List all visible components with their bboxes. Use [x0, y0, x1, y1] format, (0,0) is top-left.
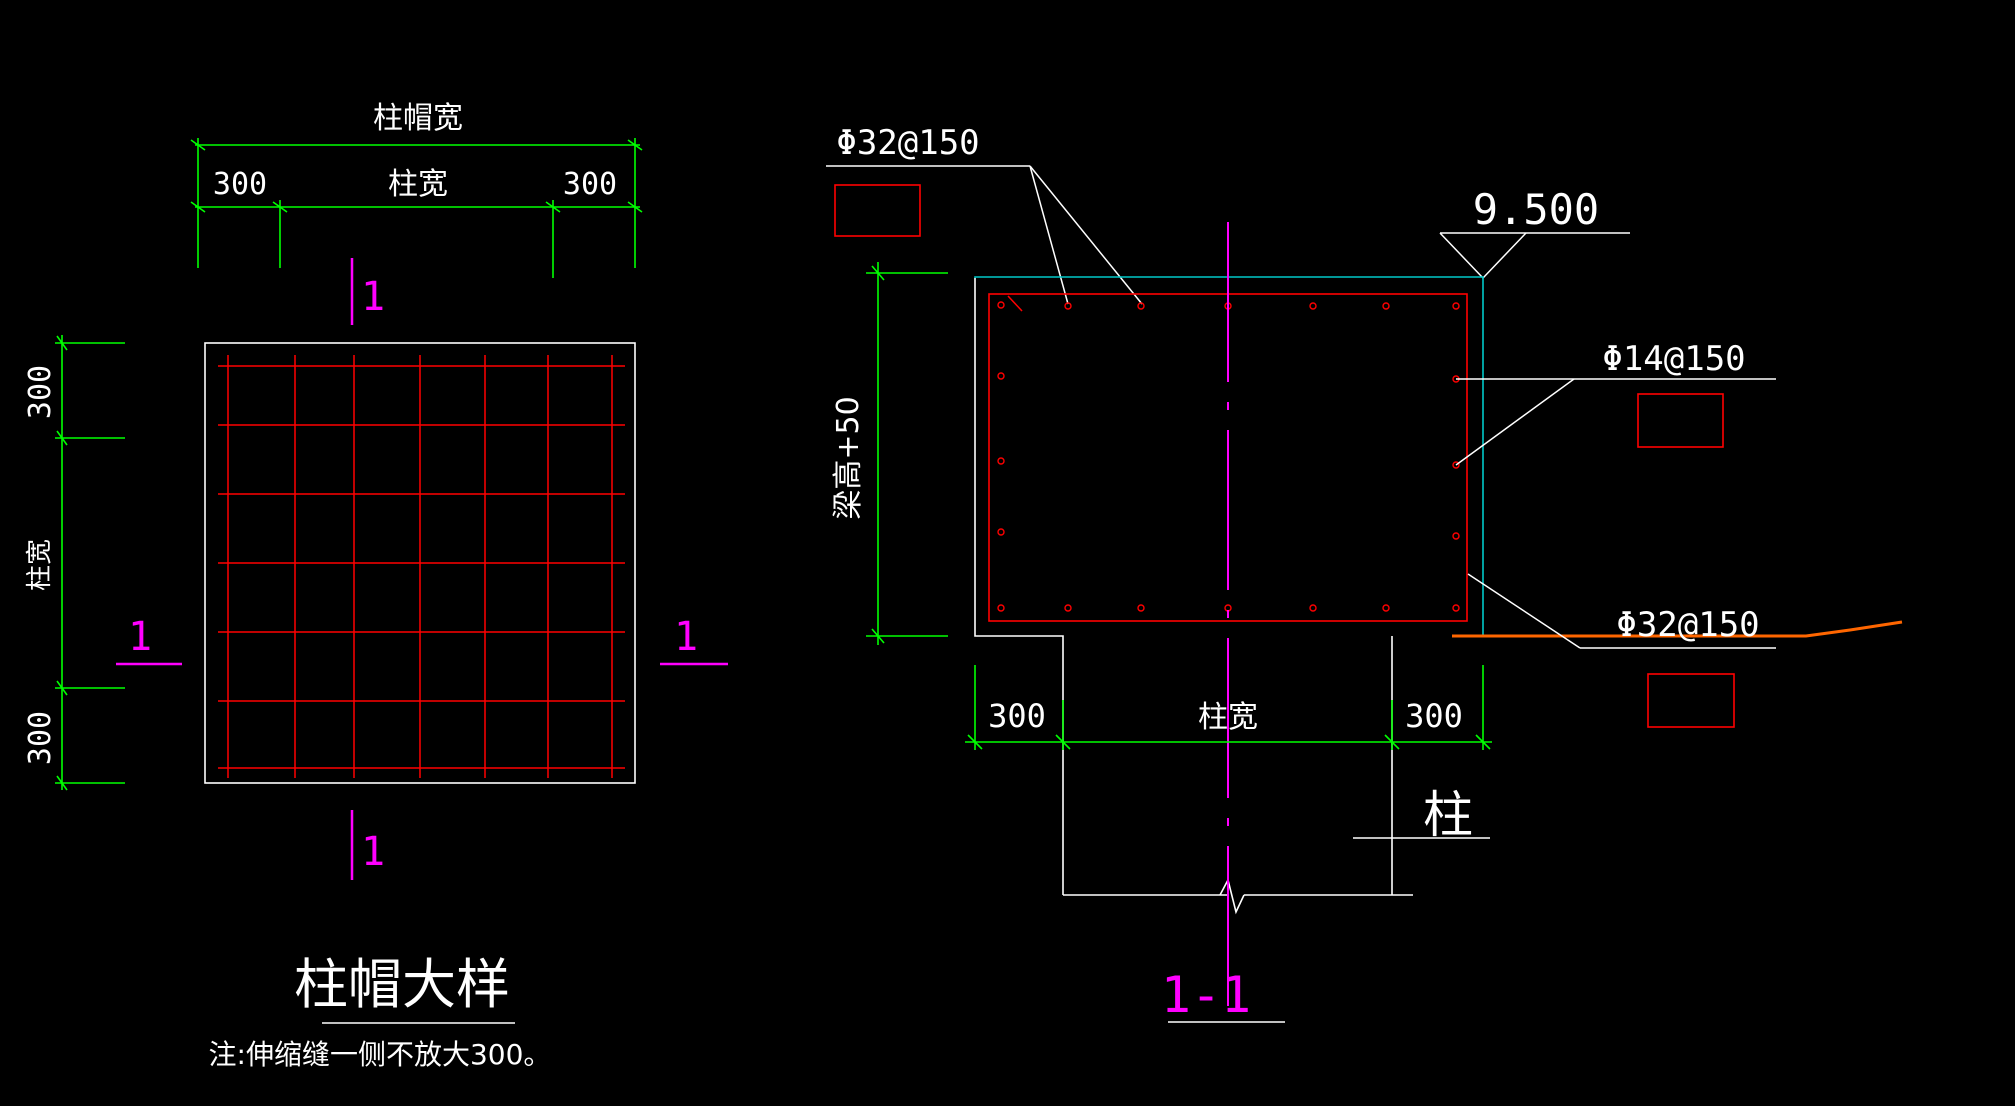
plan-section-mark-top: 1 — [361, 274, 385, 320]
section-rebar-top-tag — [834, 184, 921, 237]
plan-offset-right: 300 — [563, 167, 617, 202]
section-offset-right: 300 — [1405, 697, 1463, 735]
plan-view: 柱帽宽 300 柱宽 300 300 柱宽 300 — [23, 101, 728, 1071]
section-offset-left: 300 — [988, 697, 1046, 735]
section-rebar-side-tag — [1637, 393, 1724, 448]
plan-side-offset-top: 300 — [23, 365, 58, 419]
plan-section-mark-right: 1 — [674, 614, 698, 660]
plan-cap-width-label: 柱帽宽 — [373, 101, 463, 136]
section-rebar-hook — [1007, 295, 1023, 312]
section-rebar-top-label: Φ32@150 — [836, 123, 979, 163]
section-view: Φ32@150 9.500 梁高+50 — [826, 123, 1903, 1024]
plan-title: 柱帽大样 — [294, 953, 510, 1016]
plan-note: 注:伸缩缝一侧不放大300。 — [209, 1038, 552, 1071]
elevation-marker — [1439, 232, 1630, 279]
section-rebar-bottom-tag — [1647, 673, 1735, 728]
column-break-symbol — [1219, 877, 1245, 915]
section-rebar-side-label: Φ14@150 — [1602, 339, 1745, 379]
plan-offset-left: 300 — [213, 167, 267, 202]
plan-section-mark-bottom: 1 — [361, 829, 385, 875]
section-column-width-label: 柱宽 — [1198, 700, 1258, 735]
plan-cap-outline — [204, 342, 636, 784]
plan-top-dimensions — [190, 138, 643, 278]
section-rebar-top-leader — [826, 165, 1143, 305]
section-height-label: 梁高+50 — [831, 396, 866, 519]
section-title: 1-1 — [1161, 966, 1251, 1024]
section-bottom-dimensions — [965, 665, 1492, 750]
plan-section-mark-left: 1 — [128, 614, 152, 660]
plan-left-dimensions — [55, 335, 125, 791]
elevation-value: 9.500 — [1473, 185, 1599, 234]
section-rebar-side-leader — [1455, 378, 1776, 466]
section-rebar-bottom-label: Φ32@150 — [1616, 605, 1759, 645]
plan-rebar-grid — [218, 355, 625, 778]
plan-side-offset-bottom: 300 — [23, 711, 58, 765]
column-label: 柱 — [1423, 786, 1473, 844]
plan-section-cut-lines — [116, 258, 728, 880]
section-height-dimension — [866, 262, 948, 645]
plan-column-width-label: 柱宽 — [388, 167, 448, 202]
adjacent-slab-line — [1452, 620, 1903, 638]
plan-side-width-label: 柱宽 — [25, 539, 55, 591]
section-rebar-bottom-leader — [1467, 573, 1776, 649]
